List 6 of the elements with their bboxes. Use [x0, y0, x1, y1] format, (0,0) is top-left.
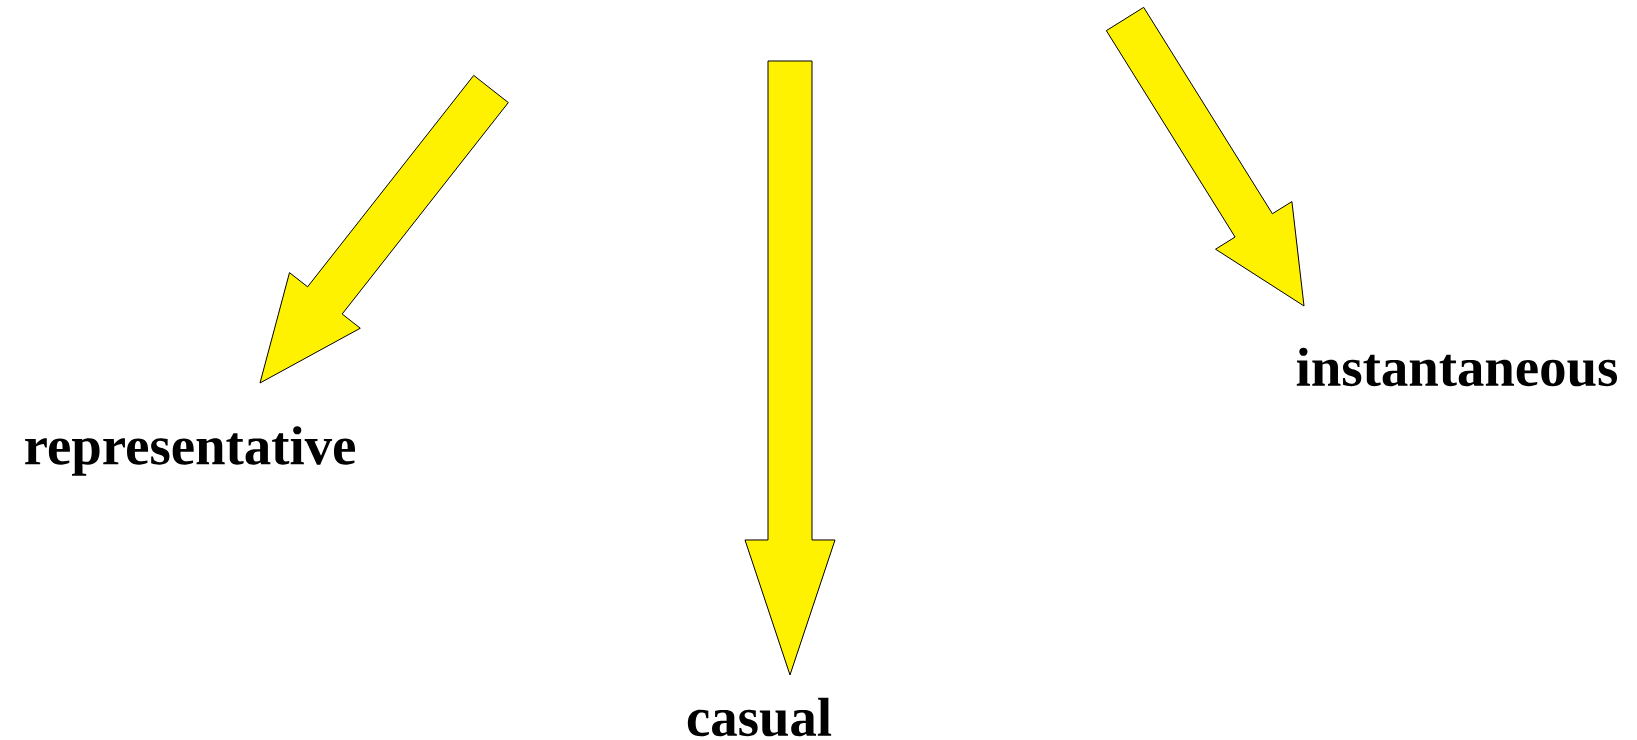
block-arrow	[259, 74, 509, 384]
word-label: instantaneous	[1296, 347, 1618, 387]
block-arrow	[744, 60, 836, 676]
word-label: representative	[25, 426, 355, 476]
block-arrow	[1105, 6, 1305, 307]
word-label: casual	[687, 697, 832, 737]
